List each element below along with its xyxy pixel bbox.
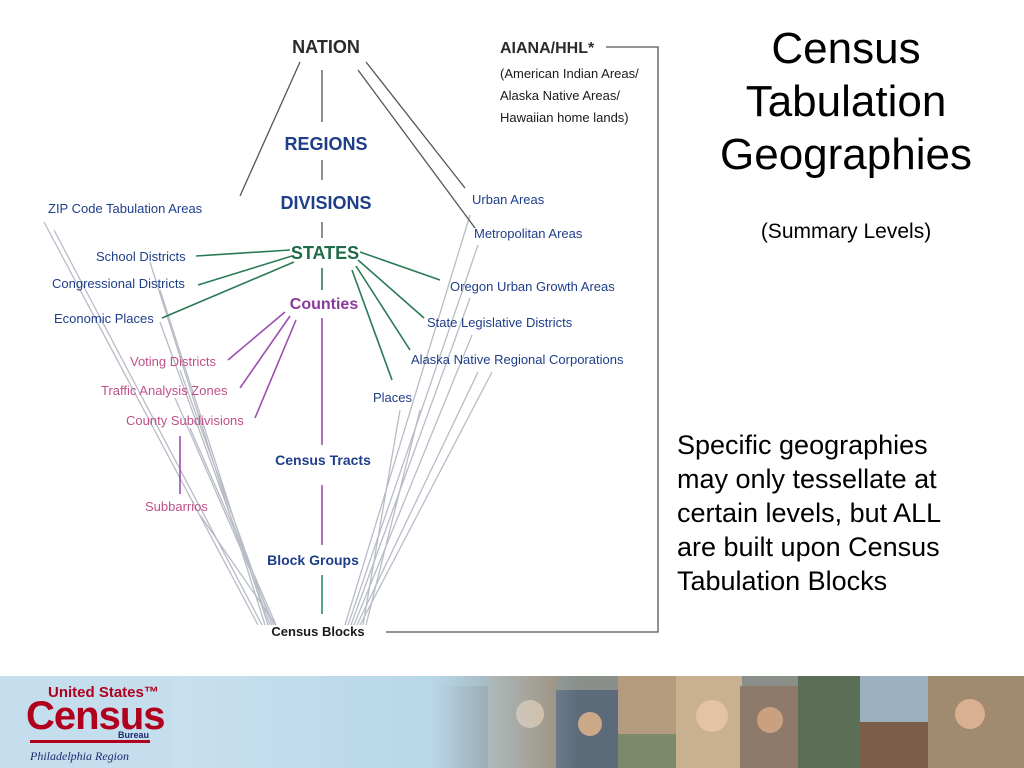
block-groups-label: Block Groups [267, 552, 359, 568]
body-line-3: certain levels, but ALL [677, 498, 942, 528]
aiana-title: AIANA/HHL* [500, 40, 595, 57]
logo-region: Philadelphia Region [30, 749, 129, 763]
logo-bureau: Bureau [118, 730, 150, 740]
aiana-line-2: Alaska Native Areas/ [500, 88, 620, 103]
zcta-label: ZIP Code Tabulation Areas [48, 201, 203, 216]
county-subdivisions-label: County Subdivisions [126, 413, 244, 428]
voting-districts-label: Voting Districts [130, 354, 216, 369]
left-gray-lines [43, 221, 277, 626]
metropolitan-areas-label: Metropolitan Areas [474, 226, 583, 241]
title-line-3: Geographies [720, 130, 972, 179]
subbarrios-label: Subbarrios [145, 499, 208, 514]
census-bureau-logo: United States™ Census Bureau Philadelphi… [0, 676, 172, 768]
logo-underline [30, 740, 150, 743]
right-gray-lines [344, 214, 493, 626]
logo-census: Census [26, 694, 165, 738]
traffic-analysis-zones-label: Traffic Analysis Zones [101, 383, 228, 398]
county-lines [179, 311, 323, 545]
counties-label: Counties [290, 296, 359, 313]
oregon-uga-label: Oregon Urban Growth Areas [450, 279, 615, 294]
state-legislative-districts-label: State Legislative Districts [427, 315, 573, 330]
places-label: Places [373, 390, 413, 405]
title-line-2: Tabulation [745, 77, 947, 126]
logo-united-states: United States™ [48, 684, 159, 701]
economic-places-label: Economic Places [54, 311, 154, 326]
regions-label: REGIONS [284, 134, 367, 154]
aiana-line-3: Hawaiian home lands) [500, 110, 629, 125]
body-line-4: are built upon Census [677, 532, 940, 562]
urban-areas-label: Urban Areas [472, 192, 545, 207]
nation-lines [239, 46, 659, 633]
slide-body-text: Specific geographies may only tessellate… [677, 428, 1022, 598]
census-blocks-label: Census Blocks [271, 624, 364, 639]
body-line-5: Tabulation Blocks [677, 566, 888, 596]
states-label: STATES [291, 243, 359, 263]
census-hierarchy-diagram: NATION REGIONS DIVISIONS STATES Counties… [43, 37, 659, 639]
school-districts-label: School Districts [96, 249, 186, 264]
slide-subtitle: (Summary Levels) [760, 220, 932, 243]
photo-collage [430, 676, 1024, 768]
census-tracts-label: Census Tracts [275, 452, 371, 468]
state-lines [161, 249, 441, 381]
body-line-1: Specific geographies [677, 430, 928, 460]
alaska-native-corps-label: Alaska Native Regional Corporations [411, 352, 624, 367]
divisions-label: DIVISIONS [280, 193, 371, 213]
body-line-2: may only tessellate at [677, 464, 937, 494]
nation-label: NATION [292, 37, 360, 57]
title-line-1: Census [771, 24, 921, 73]
aiana-line-1: (American Indian Areas/ [500, 66, 639, 81]
slide-title: Census Tabulation Geographies [668, 22, 1024, 181]
congressional-districts-label: Congressional Districts [52, 276, 185, 291]
footer-banner: United States™ Census Bureau Philadelphi… [0, 676, 1024, 768]
